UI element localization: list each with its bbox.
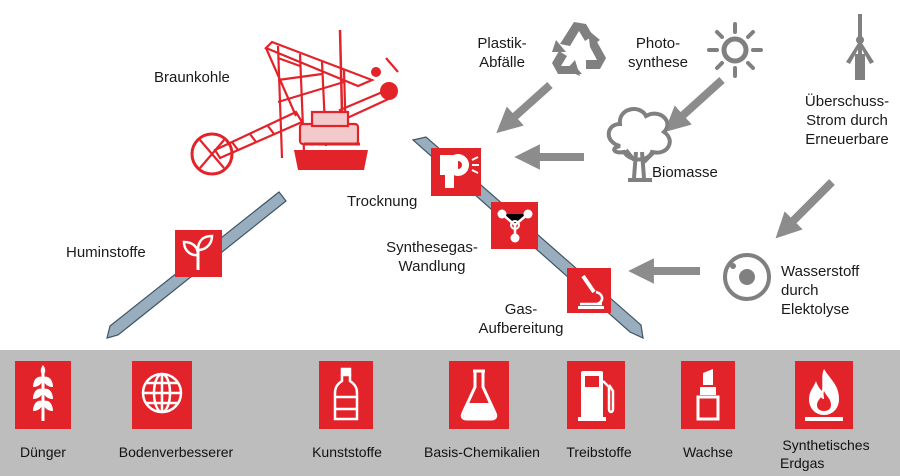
product-basis-chemikalien <box>449 361 509 429</box>
photosynthese-label-line2: synthese <box>627 54 689 71</box>
product-duenger <box>15 361 71 429</box>
microscope-icon <box>567 268 611 313</box>
sun-icon <box>707 22 763 78</box>
photosynthese-label-line1: Photo- <box>635 35 681 52</box>
fuel-pump-icon <box>578 371 615 421</box>
ueberschuss-label-line1: Überschuss- <box>804 93 890 110</box>
arrow-ueberschuss <box>775 179 835 239</box>
bodenverbesserer-label: Bodenverbesserer <box>118 444 234 460</box>
braunkohle-label: Braunkohle <box>154 69 230 86</box>
treibstoffe-label: Treibstoffe <box>566 444 632 460</box>
basis-chemikalien-label: Basis-Chemikalien <box>424 444 540 460</box>
photosynthese-label: Photo- synthese <box>622 34 694 72</box>
globe-icon <box>141 372 183 414</box>
arrow-plastik <box>496 82 553 134</box>
gas-aufbereitung-label: Gas- Aufbereitung <box>474 300 568 338</box>
arrow-photosynthese <box>664 77 725 133</box>
synthesegas-label-line1: Synthesegas- <box>386 239 478 256</box>
hairdryer-icon <box>431 148 481 196</box>
ueberschuss-label-line3: Erneuerbare <box>805 131 889 148</box>
excavator-icon <box>190 29 399 176</box>
wasserstoff-label-line2: durch <box>781 282 819 299</box>
plastik-label: Plastik- Abfälle <box>470 34 534 72</box>
trocknung-label: Trocknung <box>347 193 418 210</box>
product-treibstoffe <box>567 361 625 429</box>
electrolysis-icon <box>723 253 771 301</box>
huminstoffe-label: Huminstoffe <box>66 244 146 261</box>
wheat-icon <box>33 365 53 421</box>
erdgas-label-line1: Synthetisches <box>782 437 870 453</box>
tree-icon <box>606 107 672 182</box>
gas-aufbereitung-label-line2: Aufbereitung <box>478 320 564 337</box>
wachse-label: Wachse <box>682 444 734 460</box>
lipstick-icon <box>696 369 720 421</box>
wind-turbine-icon <box>846 14 874 80</box>
product-kunststoffe <box>319 361 373 429</box>
gas-flame-icon <box>805 369 843 421</box>
gas-aufbereitung-label-line1: Gas- <box>504 301 538 318</box>
plant-icon <box>175 230 222 277</box>
ueberschuss-label: Überschuss- Strom durch Erneuerbare <box>794 92 900 149</box>
plastik-label-line2: Abfälle <box>479 54 525 71</box>
wasserstoff-label-line3: Elektolyse <box>781 301 850 318</box>
product-bodenverbesserer <box>132 361 192 429</box>
wasserstoff-label: Wasserstoff durch Elektolyse <box>781 262 859 319</box>
duenger-label: Dünger <box>20 444 66 460</box>
ueberschuss-label-line2: Strom durch <box>806 112 888 129</box>
erdgas-label-line2: Erdgas <box>780 455 825 471</box>
product-wachse <box>681 361 735 429</box>
product-synthetisches-erdgas <box>795 361 853 429</box>
synthesegas-label-line2: Wandlung <box>398 258 466 275</box>
kunststoffe-label: Kunststoffe <box>312 444 382 460</box>
wasserstoff-label-line1: Wasserstoff <box>781 263 860 280</box>
synthetisches-erdgas-label: Synthetisches Erdgas <box>770 436 882 472</box>
bottle-icon <box>333 367 359 421</box>
biomasse-label: Biomasse <box>652 164 718 181</box>
recycle-icon <box>552 22 606 76</box>
plastik-label-line1: Plastik- <box>477 35 527 52</box>
flask-icon <box>460 369 498 421</box>
molecule-icon <box>491 202 538 249</box>
synthesegas-label: Synthesegas- Wandlung <box>380 238 484 276</box>
